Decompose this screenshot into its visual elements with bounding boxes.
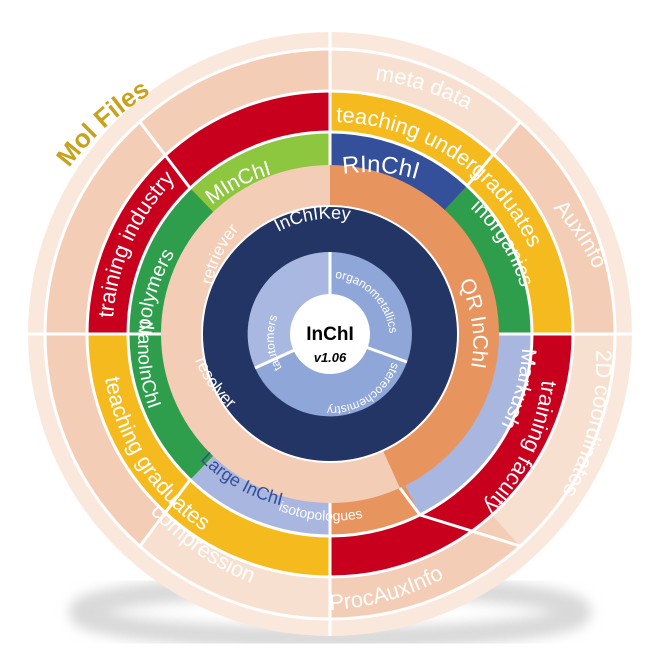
key-disc-border [201, 205, 459, 463]
audience-ring-border [85, 89, 575, 579]
extension-ring-border [126, 130, 534, 538]
center-title: InChI [306, 324, 354, 345]
center-version: v1.06 [314, 350, 347, 365]
center-disc [290, 294, 370, 374]
segment-stereochemistry[interactable] [255, 334, 407, 417]
outer-ring-border [43, 47, 617, 621]
